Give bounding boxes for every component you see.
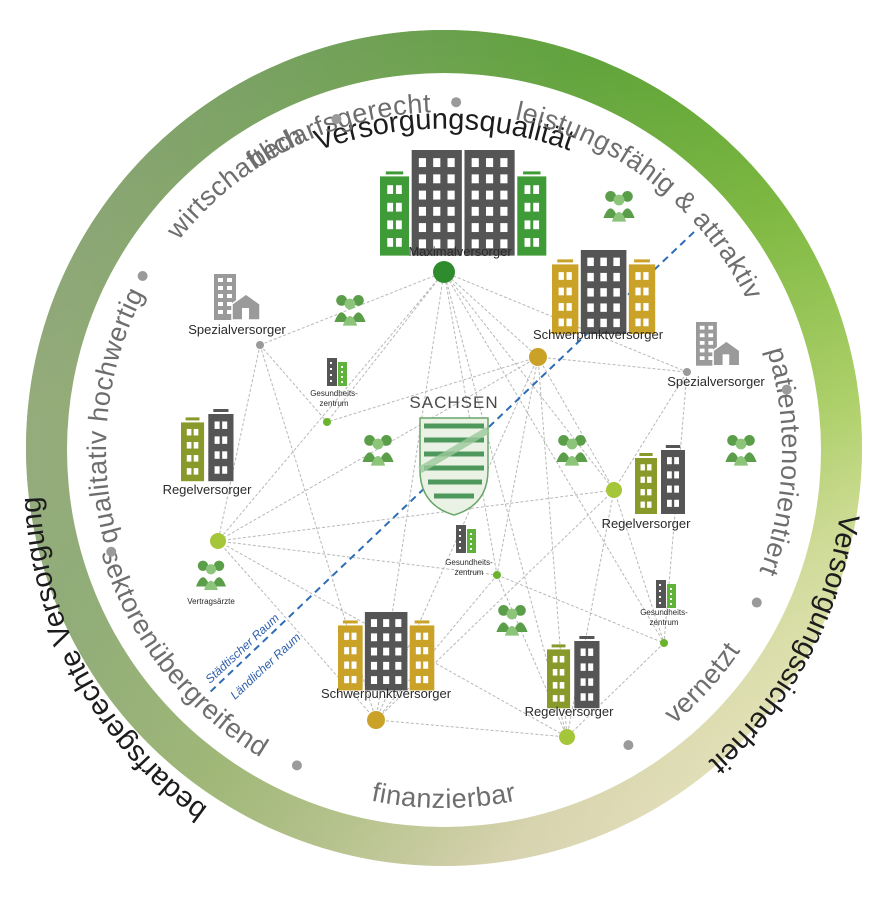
label-regel-left: Regelversorger: [163, 482, 253, 497]
node-labels: Maximalversorger Schwerpunktversorger Sc…: [163, 244, 766, 719]
sachsen-coat-of-arms: SACHSEN: [409, 393, 498, 516]
people-icon-4: [556, 435, 588, 466]
node-dots: [210, 261, 691, 745]
network-edge: [375, 574, 498, 721]
node-dot-spR: [683, 368, 691, 376]
building-spezial-left-icon: [214, 274, 261, 321]
buildings: [181, 150, 741, 709]
network-edge: [217, 540, 498, 576]
label-gesundheitszentrum-2: Gesundheits-zentrum: [445, 558, 493, 577]
network-edge: [496, 356, 539, 576]
network-edge: [217, 356, 539, 542]
label-maximalversorger: Maximalversorger: [408, 244, 512, 259]
people-icon-3: [362, 435, 394, 466]
network-edge: [566, 642, 665, 738]
network-edge: [217, 489, 615, 542]
people-icon-7: [496, 605, 528, 636]
node-dot-spL: [256, 341, 264, 349]
people-groups: [196, 191, 757, 636]
network-edge: [496, 574, 568, 738]
node-dot-sBot: [367, 711, 385, 729]
separator-dot: [751, 597, 762, 608]
network-edge: [496, 574, 665, 644]
label-spezial-right: Spezialversorger: [667, 374, 765, 389]
separator-dot: [451, 97, 462, 108]
building-gesundheitszentrum-2-icon: [456, 525, 476, 553]
people-icon-6: [196, 560, 226, 590]
building-regel-right-icon: [635, 445, 685, 514]
network-edge: [326, 271, 445, 423]
label-regel-right: Regelversorger: [602, 516, 692, 531]
network-edge: [443, 271, 665, 644]
label-spezial-left: Spezialversorger: [188, 322, 286, 337]
separator-dot: [781, 384, 792, 395]
label-schwerpunkt-bottom: Schwerpunktversorger: [321, 686, 452, 701]
building-gesundheitszentrum-3-icon: [656, 580, 676, 608]
network-edge: [537, 356, 615, 491]
building-schwerpunkt-top-icon: [552, 250, 656, 334]
separator-dot: [623, 740, 634, 751]
network-edge: [443, 271, 568, 738]
network-edge: [259, 344, 328, 423]
label-schwerpunkt-top: Schwerpunktversorger: [533, 327, 664, 342]
network-edge: [443, 271, 498, 576]
network-edge: [259, 271, 445, 346]
separator-dot: [106, 546, 117, 557]
people-icon-5: [725, 435, 757, 466]
network-edge: [217, 344, 261, 542]
network-edge: [375, 719, 568, 738]
building-schwerpunkt-bottom-icon: [338, 612, 435, 691]
node-dot-max: [433, 261, 455, 283]
node-dot-sTop: [529, 348, 547, 366]
building-gesundheitszentrum-1-icon: [327, 358, 347, 386]
node-dot-rR: [606, 482, 622, 498]
node-dot-rL: [210, 533, 226, 549]
building-spezial-right-icon: [696, 322, 741, 367]
separator-dot: [137, 271, 148, 281]
network-edge: [217, 271, 445, 542]
node-dot-gz2: [493, 571, 501, 579]
label-gesundheitszentrum-1: Gesundheits-zentrum: [310, 389, 358, 408]
building-regel-left-icon: [181, 409, 234, 482]
label-regel-bottom: Regelversorger: [525, 704, 615, 719]
network-edge: [443, 271, 539, 358]
label-gesundheitszentrum-3: Gesundheits-zentrum: [640, 608, 688, 627]
node-dot-gz1: [323, 418, 331, 426]
label-vertragsaerzte: Vertragsärzte: [187, 597, 235, 606]
people-icon-2: [334, 295, 366, 326]
network-edge: [613, 489, 665, 644]
sachsen-label: SACHSEN: [409, 393, 498, 412]
network-edge: [326, 356, 539, 423]
node-dot-rB: [559, 729, 575, 745]
network-edge: [613, 371, 688, 491]
building-regel-bottom-icon: [547, 636, 600, 709]
building-maximalversorger-icon: [380, 150, 547, 256]
node-dot-gz3: [660, 639, 668, 647]
separator-dot: [331, 114, 342, 125]
people-icon-1: [603, 191, 635, 222]
network-edge: [443, 271, 615, 491]
separator-dot: [291, 760, 302, 771]
